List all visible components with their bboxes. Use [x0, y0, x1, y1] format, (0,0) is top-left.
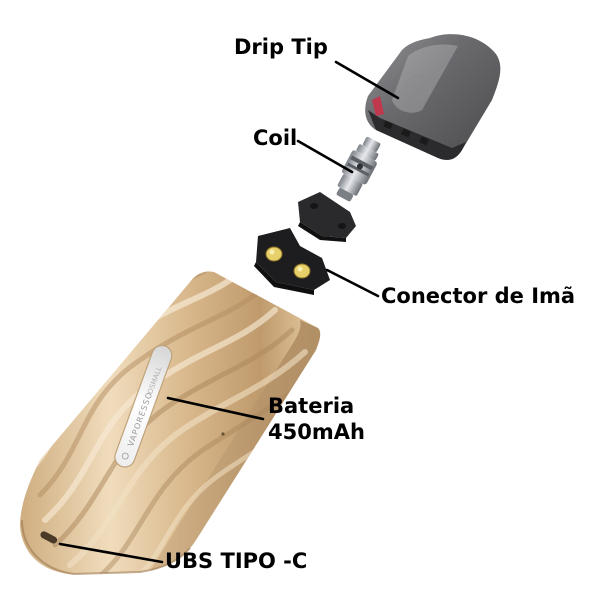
- seal-plate: [298, 192, 356, 242]
- label-usb-tipo-c: UBS TIPO -C: [165, 549, 308, 573]
- label-bateria: Bateria 450mAh: [268, 393, 365, 446]
- label-bateria-line2: 450mAh: [268, 420, 365, 445]
- leader-line-conector: [325, 268, 380, 298]
- label-conector-de-ima: Conector de Imã: [381, 284, 576, 308]
- leader-line-drip-tip: [334, 60, 400, 100]
- leader-line-bateria: [166, 396, 265, 421]
- pod-red-accent: [372, 96, 384, 116]
- label-drip-tip: Drip Tip: [234, 35, 328, 59]
- leader-lines: [58, 60, 400, 564]
- connector-plate-edge: [254, 262, 314, 295]
- leader-line-coil: [296, 139, 354, 174]
- usb-c-port: [40, 531, 58, 544]
- pod-cartridge: [365, 34, 501, 160]
- battery-bottom-edge: [21, 519, 191, 576]
- label-coil: Coil: [253, 126, 298, 150]
- coil: [336, 136, 381, 202]
- battery-body: VAPORESSO OSMALL: [20, 271, 321, 576]
- magnetic-connector: [254, 228, 330, 295]
- connector-plate: [256, 228, 330, 290]
- battery-side-face: [150, 320, 321, 571]
- magnet-right: [293, 263, 311, 279]
- leader-line-usb: [58, 542, 164, 564]
- label-bateria-line1: Bateria: [268, 394, 355, 418]
- magnet-left: [265, 246, 283, 262]
- pod-bottom-base: [368, 110, 466, 160]
- pod-logo-icon: [405, 75, 431, 101]
- battery-led-dot: [221, 432, 225, 436]
